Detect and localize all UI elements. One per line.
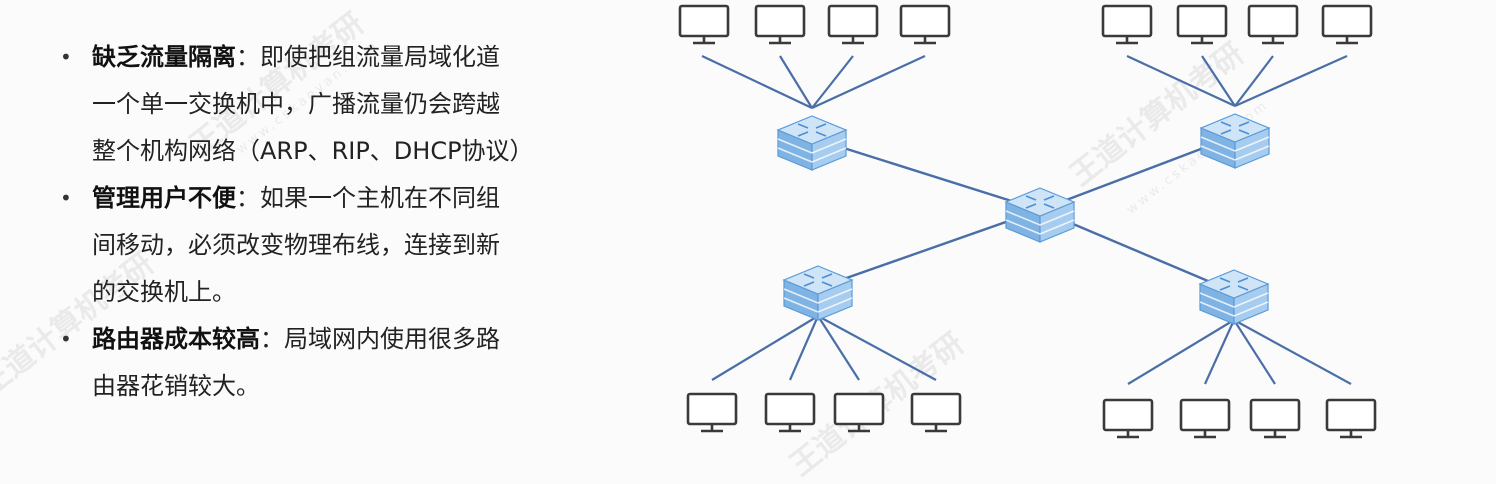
host-link bbox=[1234, 54, 1348, 108]
bullet-line: 一个单一交换机中，广播流量仍会跨越 bbox=[92, 90, 500, 118]
computer-icon bbox=[754, 4, 806, 45]
host-link bbox=[811, 55, 926, 109]
host-link bbox=[711, 315, 819, 381]
host-link bbox=[1127, 319, 1235, 385]
switch-top-left bbox=[776, 115, 848, 171]
computer-icon bbox=[899, 4, 951, 45]
host-link bbox=[1126, 55, 1236, 107]
bullet-line: 整个机构网络（ARP、RIP、DHCP协议） bbox=[92, 137, 534, 165]
bullet-line: 如果一个主机在不同组 bbox=[260, 184, 500, 212]
host-link bbox=[817, 315, 860, 381]
bullet-line: 的交换机上。 bbox=[92, 278, 236, 306]
bullet-dot: • bbox=[60, 327, 72, 351]
bullet-list: • 缺乏流量隔离：即使把组流量局域化道 一个单一交换机中，广播流量仍会跨越 整个… bbox=[48, 34, 608, 410]
computer-icon bbox=[1321, 4, 1373, 45]
host-link bbox=[1233, 319, 1352, 385]
computer-icon bbox=[1247, 4, 1299, 45]
host-link bbox=[1234, 55, 1274, 107]
switch-top-right bbox=[1199, 113, 1271, 169]
bullet-line: 局域网内使用很多路 bbox=[284, 325, 500, 353]
bullet-separator: ： bbox=[260, 325, 284, 353]
bullet-user-management: • 管理用户不便：如果一个主机在不同组 间移动，必须改变物理布线，连接到新 的交… bbox=[48, 175, 608, 316]
bullet-separator: ： bbox=[236, 43, 260, 71]
host-link bbox=[1201, 55, 1236, 107]
bullet-term: 管理用户不便 bbox=[92, 184, 236, 212]
bullet-dot: • bbox=[60, 45, 72, 69]
bullet-traffic-isolation: • 缺乏流量隔离：即使把组流量局域化道 一个单一交换机中，广播流量仍会跨越 整个… bbox=[48, 34, 608, 175]
network-diagram bbox=[678, 4, 1377, 439]
bullet-line: 间移动，必须改变物理布线，连接到新 bbox=[92, 231, 500, 259]
host-link bbox=[811, 55, 854, 109]
computer-icon bbox=[1102, 398, 1154, 439]
host-link bbox=[788, 315, 820, 381]
core-switch bbox=[1004, 187, 1076, 243]
bullet-line: 即使把组流量局域化道 bbox=[260, 43, 500, 71]
switch-bottom-left bbox=[782, 265, 854, 321]
computer-icon bbox=[764, 392, 816, 433]
bullet-line: 由器花销较大。 bbox=[92, 372, 260, 400]
core-link bbox=[817, 208, 1041, 290]
computer-icon bbox=[833, 392, 885, 433]
computer-icon bbox=[910, 392, 962, 433]
host-link bbox=[701, 55, 813, 109]
bullet-term: 缺乏流量隔离 bbox=[92, 43, 236, 71]
computer-icon bbox=[1101, 4, 1153, 45]
core-link bbox=[811, 136, 1041, 212]
bullet-term: 路由器成本较高 bbox=[92, 325, 260, 353]
computer-icon bbox=[1249, 398, 1301, 439]
bullet-dot: • bbox=[60, 186, 72, 210]
computer-icon bbox=[827, 4, 879, 45]
host-link bbox=[1203, 319, 1236, 385]
hosts-layer bbox=[678, 4, 1377, 439]
host-link bbox=[779, 55, 813, 109]
computer-icon bbox=[1325, 398, 1377, 439]
switch-bottom-right bbox=[1198, 269, 1270, 325]
computer-icon bbox=[1176, 4, 1228, 45]
computer-icon bbox=[678, 4, 730, 45]
switches-layer bbox=[776, 113, 1271, 325]
slide: 王道计算机考研 www.cskaoyan.com 王道计算机考研 王道计算机考研… bbox=[0, 4, 1377, 483]
host-link bbox=[817, 315, 937, 381]
bullet-router-cost: • 路由器成本较高：局域网内使用很多路 由器花销较大。 bbox=[48, 316, 608, 410]
host-link bbox=[1233, 319, 1276, 385]
computer-icon bbox=[1179, 398, 1231, 439]
computer-icon bbox=[686, 392, 738, 433]
bullet-separator: ： bbox=[236, 184, 260, 212]
